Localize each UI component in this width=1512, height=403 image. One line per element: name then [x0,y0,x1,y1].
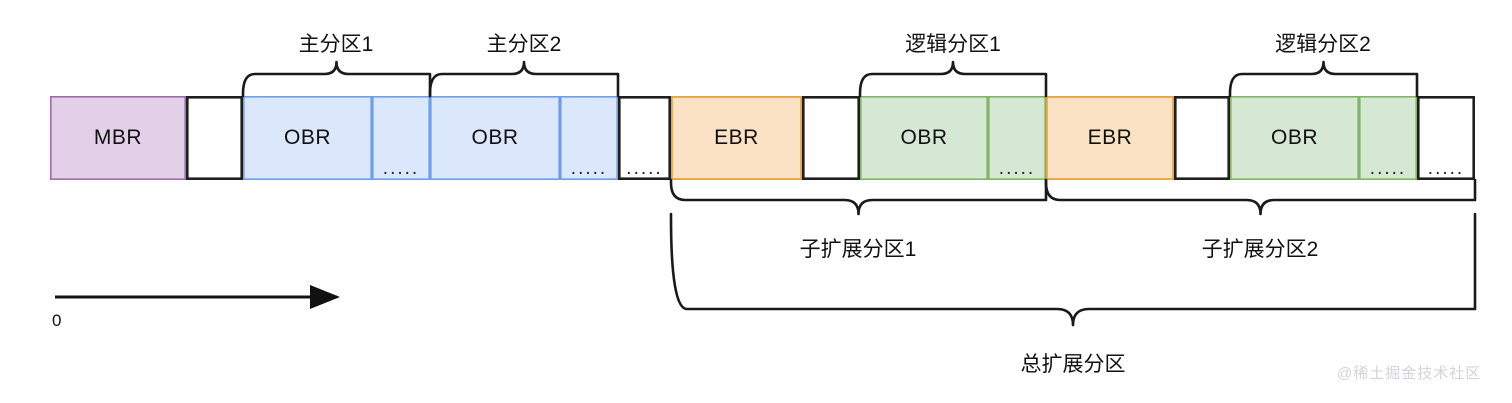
brace-total-extended [669,212,1477,327]
partition-cell-dots-primary-2 [559,96,618,181]
partition-cell-label-dots-primary-1: ..... [382,158,420,179]
partition-cell-obr-logical-2 [1230,96,1360,181]
partition-cell-dots-logical-2 [1359,96,1418,181]
brace-label-sub-extended-2: 子扩展分区2 [1201,238,1319,261]
brace-label-primary-1: 主分区1 [298,33,374,56]
brace-label-total-extended: 总扩展分区 [1020,353,1126,376]
brace-label-sub-extended-1: 子扩展分区1 [799,238,917,261]
partition-cells-layer [49,96,1476,181]
partition-cell-mbr [49,96,186,181]
braces-layer [241,60,1477,327]
partition-cell-gap-1 [186,96,244,181]
brace-sub-extended-2 [1044,178,1477,216]
partition-cell-obr-primary-1 [243,96,373,181]
axis-origin-label: 0 [52,311,62,330]
partition-cell-gap-dots-2 [1417,96,1476,181]
partition-cell-label-dots-logical-2: ..... [1369,158,1407,179]
partition-cell-label-dots-primary-2: ..... [570,158,608,179]
partition-cell-gap-dots-1 [617,96,671,181]
brace-label-logical-2: 逻辑分区2 [1275,33,1371,56]
partition-cell-obr-primary-2 [429,96,560,181]
partition-cell-gap-2 [801,96,860,181]
brace-logical-1 [858,60,1048,98]
partition-cell-ebr-1 [671,96,803,180]
brace-label-primary-2: 主分区2 [486,33,562,56]
partition-cell-label-gap-dots-2: ..... [1427,158,1465,179]
brace-label-logical-1: 逻辑分区1 [905,33,1001,56]
partition-cell-obr-logical-1 [859,96,988,181]
brace-sub-extended-1 [669,178,1048,216]
partition-cell-dots-primary-1 [371,96,430,181]
partition-cell-ebr-2 [1046,96,1175,180]
watermark: @稀土掘金技术社区 [1337,365,1482,382]
brace-primary-1 [241,60,432,98]
partition-cell-label-dots-logical-1: ..... [998,158,1036,179]
partition-cell-label-gap-dots-1: ..... [626,158,663,179]
partition-cell-dots-logical-1 [987,96,1046,181]
brace-logical-2 [1228,60,1419,98]
partition-cell-gap-3 [1174,96,1231,181]
brace-primary-2 [428,60,620,98]
